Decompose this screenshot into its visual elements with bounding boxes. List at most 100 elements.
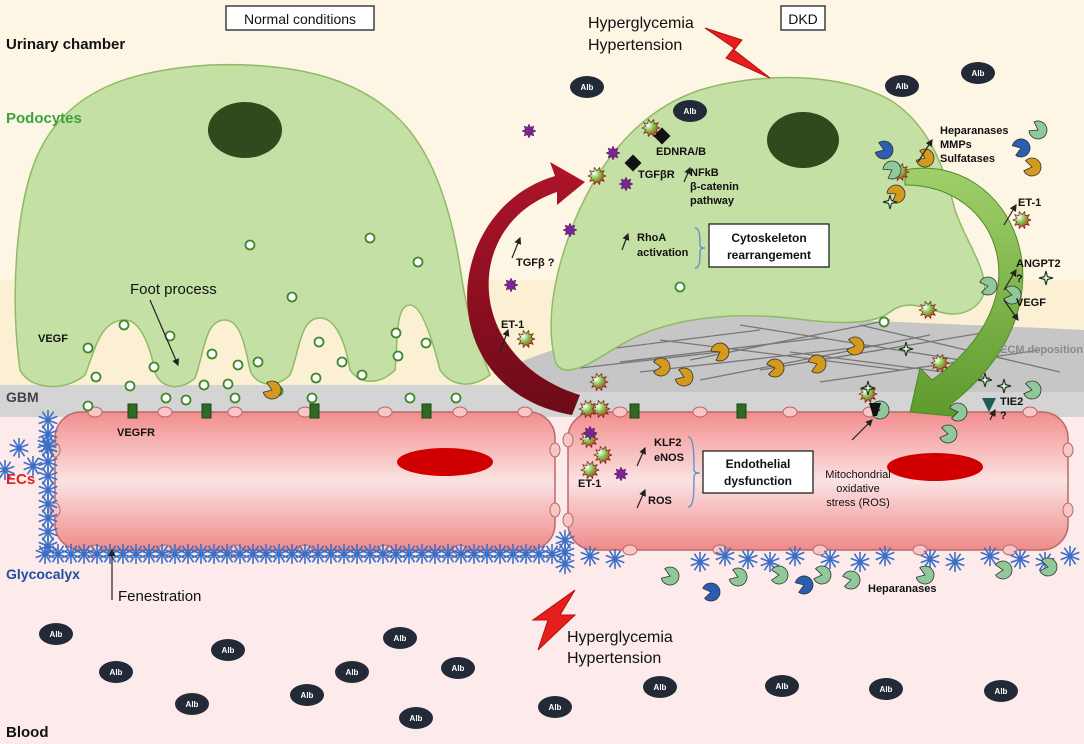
albumin-icon: Alb [885, 75, 919, 97]
label-vegf-normal: VEGF [38, 333, 68, 345]
svg-text:Alb: Alb [880, 685, 893, 694]
label-vegf-dkd: VEGF [1016, 297, 1046, 309]
vegf-dot [206, 348, 218, 360]
et1-icon [580, 460, 600, 480]
label-heparanases-top: Heparanases [940, 125, 1009, 137]
panel-normal-box [225, 5, 375, 31]
bracket-rhoa [694, 227, 706, 269]
svg-text:Alb: Alb [896, 82, 909, 91]
svg-text:Alb: Alb [222, 646, 235, 655]
enzyme-icon [1023, 157, 1042, 177]
enzyme-icon [794, 575, 814, 595]
et1-icon [591, 399, 611, 419]
vegf-dot [124, 380, 136, 392]
label-foot-process: Foot process [130, 281, 217, 298]
svg-text:Alb: Alb [995, 687, 1008, 696]
svg-text:Alb: Alb [684, 107, 697, 116]
angpt2-molecules [860, 194, 1054, 396]
label-et1-right: ET-1 [1018, 197, 1041, 209]
et1-icon [578, 399, 598, 419]
enzyme-icon [813, 565, 832, 585]
svg-text:Alb: Alb [394, 634, 407, 643]
vegf-dot [160, 392, 172, 404]
label-glycocalyx: Glycocalyx [6, 566, 80, 582]
vegf-dot [674, 281, 686, 293]
svg-text:Alb: Alb [972, 69, 985, 78]
vegf-dot [878, 316, 890, 328]
angpt2-icon [996, 378, 1012, 394]
label-heparanases-bottom: Heparanases [868, 583, 937, 595]
enzyme-icon [1028, 120, 1048, 140]
label-mito2: oxidative [836, 483, 879, 495]
albumin-icon: Alb [570, 76, 604, 98]
enzyme-icon [674, 367, 694, 387]
svg-text:Alb: Alb [581, 83, 594, 92]
et1-icon [593, 445, 613, 465]
albumin-icon: Alb [673, 100, 707, 122]
vegf-dot [229, 392, 241, 404]
label-mito3: stress (ROS) [826, 497, 890, 509]
podocyte-nucleus-normal [208, 102, 282, 158]
vegf-dot [90, 371, 102, 383]
vegf-dot [82, 342, 94, 354]
enzyme-icon [874, 140, 894, 160]
angpt2-icon [977, 372, 993, 388]
tgfb-icon [562, 222, 578, 238]
tie2-receptor [982, 398, 996, 412]
albumin-icon: Alb [175, 693, 209, 715]
svg-text:Alb: Alb [110, 668, 123, 677]
label-vegfr: VEGFR [117, 427, 155, 439]
vegf-dot [364, 232, 376, 244]
ednra-receptor [653, 127, 671, 145]
et1-icon [516, 329, 536, 349]
enzyme-icon [1003, 285, 1022, 305]
label-mmps: MMPs [940, 139, 972, 151]
label-angpt2: ANGPT2 [1016, 258, 1061, 270]
label-endothelial: Endothelial [726, 457, 791, 471]
enzyme-icon [766, 358, 785, 378]
svg-text:Alb: Alb [452, 664, 465, 673]
ecm-fibers [579, 319, 1061, 383]
vegf-dot [180, 394, 192, 406]
svg-text:Alb: Alb [301, 691, 314, 700]
albumin-icon: Alb [765, 675, 799, 697]
label-ecm: ECM deposition [1000, 344, 1083, 356]
albumin-icon: Alb [643, 676, 677, 698]
label-activation: activation [637, 247, 689, 259]
tgfb-icon [613, 466, 629, 482]
endothelial-cell-dkd [567, 411, 1069, 551]
label-gbm: GBM [6, 389, 39, 405]
vegf-dot [310, 372, 322, 384]
stress-bottom-line2: Hypertension [567, 650, 661, 667]
vegf-dot [390, 327, 402, 339]
red-feedback-arrow [467, 162, 585, 415]
vegf-dot [313, 336, 325, 348]
vegf-dot [306, 392, 318, 404]
svg-text:Alb: Alb [50, 630, 63, 639]
albumin-icon: Alb [290, 684, 324, 706]
tgfb-icon [618, 176, 634, 192]
vegf-dot [198, 379, 210, 391]
label-et1-left: ET-1 [501, 319, 524, 331]
ec-nucleus-normal [397, 448, 493, 476]
albumin-icon: Alb [39, 623, 73, 645]
vegf-dot [420, 337, 432, 349]
svg-text:Alb: Alb [549, 703, 562, 712]
angpt2-icon [860, 380, 876, 396]
albumin-icon: Alb [399, 707, 433, 729]
label-tie2: TIE2 [1000, 396, 1023, 408]
lightning-icon-bottom [531, 589, 577, 651]
vegf-dot [232, 359, 244, 371]
enzyme-icon [915, 148, 935, 168]
label-tgfbr: TGFβR [638, 169, 675, 181]
stress-top-line2: Hypertension [588, 37, 682, 54]
tgfb-molecules [503, 123, 634, 482]
enzyme-icon [1023, 380, 1042, 400]
svg-text:Alb: Alb [410, 714, 423, 723]
vegf-dot [286, 291, 298, 303]
vegf-dots [82, 232, 890, 412]
label-angpt2-q: ? [1016, 273, 1023, 285]
label-klf2: KLF2 [654, 437, 682, 449]
